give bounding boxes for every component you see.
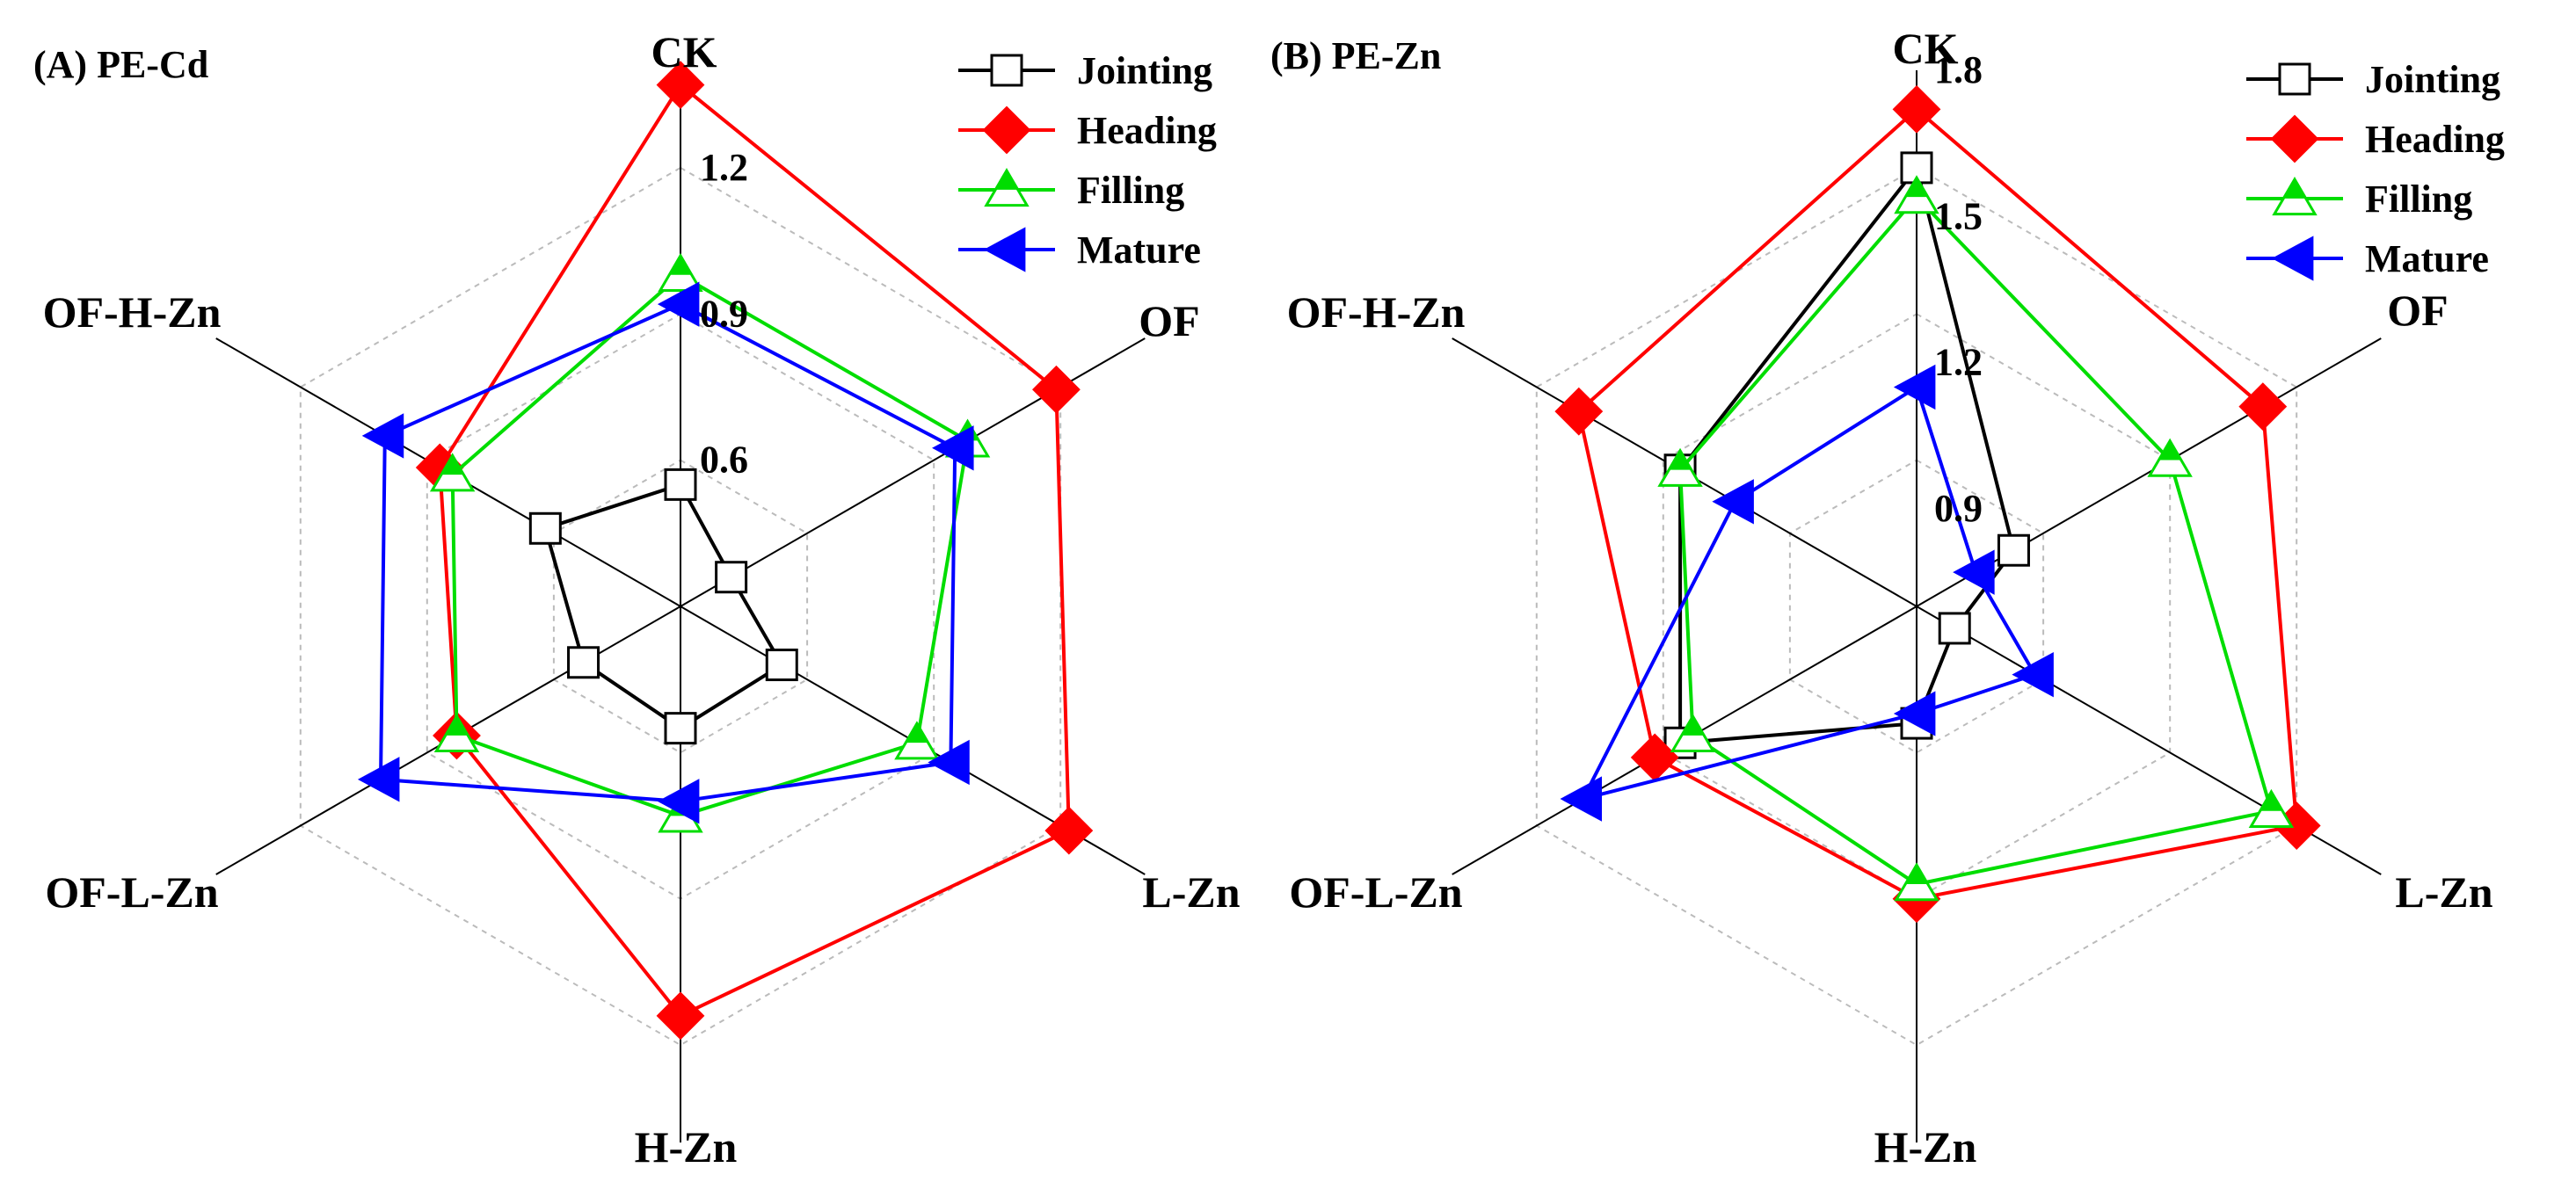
axis-label-of-h-zn: OF-H-Zn: [43, 287, 222, 337]
data-point-jointing-of: [1997, 533, 2030, 567]
data-point-jointing-of-l-zn: [567, 646, 600, 679]
data-point-filling-h-zn-fill: [1904, 863, 1929, 884]
legend-label-heading: Heading: [2365, 118, 2505, 161]
data-point-filling-l-zn-fill: [905, 722, 929, 743]
data-point-jointing-of-h-zn: [528, 511, 562, 545]
legend-label-jointing: Jointing: [2365, 58, 2500, 101]
data-point-mature-of-h-zn: [1712, 479, 1754, 525]
series-line-filling: [1678, 194, 2274, 887]
data-point-filling-of-h-zn-fill: [1668, 448, 1692, 470]
data-point-mature-ck: [1893, 364, 1936, 410]
data-point-filling-of-h-zn: [429, 453, 476, 492]
data-point-jointing-h-zn: [664, 712, 697, 745]
tick-label: 1.2: [700, 146, 748, 189]
tick-label: 1.2: [1934, 341, 1983, 384]
axis-label-ck: CK: [1893, 24, 1959, 73]
legend-label-jointing: Jointing: [1077, 49, 1212, 92]
data-point-heading-h-zn: [656, 991, 705, 1041]
legend-marker-jointing: [2278, 62, 2311, 96]
axis-label-of: OF: [1139, 296, 1199, 345]
data-point-filling-of-l-zn: [433, 713, 480, 753]
data-point-filling-of-fill: [2158, 439, 2182, 461]
data-point-mature-h-zn: [1893, 691, 1936, 736]
panel-label: (B) PE-Zn: [1270, 34, 1441, 77]
data-point-heading-of-h-zn: [1554, 387, 1604, 436]
data-point-mature-l-zn: [2012, 651, 2054, 698]
axis-label-of-h-zn: OF-H-Zn: [1287, 287, 1466, 337]
tick-label: 0.9: [1934, 487, 1983, 530]
data-point-mature-of: [932, 425, 974, 471]
data-point-filling-ck-fill: [1904, 176, 1929, 198]
data-point-mature-h-zn: [657, 779, 700, 824]
data-point-heading-ck: [656, 61, 705, 110]
tick-label: 0.6: [700, 439, 748, 482]
radar-panel-a: 0.6 0.9 1.2 CK OF L-ZnH-Zn OF-L-Zn OF-H-Zn (A) P…: [33, 27, 1241, 1171]
axis-label-l-zn: L-Zn: [1142, 867, 1240, 917]
data-point-filling-ck: [1894, 175, 1939, 214]
legend-marker-mature: [2271, 236, 2314, 281]
data-point-filling-of-h-zn-fill: [440, 453, 465, 475]
panel-label: (A) PE-Cd: [33, 43, 208, 86]
data-point-mature-of-l-zn: [357, 757, 400, 802]
axis-label-of-l-zn: OF-L-Zn: [45, 867, 218, 917]
legend-label-heading: Heading: [1077, 109, 1217, 152]
legend-label-filling: Filling: [1077, 169, 1184, 212]
data-point-filling-l-zn: [894, 721, 940, 760]
data-point-mature-of-h-zn: [361, 413, 404, 459]
legend-marker-heading: [982, 105, 1031, 155]
series-line-jointing: [542, 482, 784, 730]
data-point-heading-of: [1032, 365, 1081, 414]
data-point-heading-ck: [1892, 84, 1941, 134]
data-point-mature-of: [1953, 549, 1995, 595]
legend-marker-jointing: [990, 54, 1023, 87]
legend-label-filling: Filling: [2365, 178, 2472, 221]
data-point-heading-l-zn: [1044, 806, 1094, 855]
axis-label-h-zn: H-Zn: [1874, 1122, 1977, 1171]
data-point-filling-l-zn: [2248, 788, 2295, 829]
tick-label: 1.8: [1934, 48, 1983, 91]
data-point-mature-l-zn: [928, 739, 970, 786]
legend-marker-filling: [2272, 177, 2318, 216]
data-point-jointing-l-zn: [1938, 612, 1971, 645]
data-point-mature-ck: [657, 281, 700, 327]
data-point-filling-h-zn: [1894, 862, 1939, 902]
legend-marker-filling-fill: [994, 169, 1019, 190]
data-point-filling-of: [2147, 438, 2193, 477]
legend-marker-heading: [2270, 114, 2319, 163]
legend-label-mature: Mature: [1077, 228, 1201, 272]
data-point-filling-l-zn-fill: [2259, 789, 2284, 811]
data-point-jointing-ck: [664, 468, 697, 501]
data-point-filling-of-h-zn: [1657, 447, 1703, 487]
axis-label-ck: CK: [651, 27, 717, 76]
series-line-jointing: [1678, 163, 2016, 745]
axis-label-of: OF: [2387, 286, 2448, 335]
data-point-filling-of-l-zn-fill: [1680, 714, 1706, 736]
data-point-filling-of-l-zn-fill: [444, 714, 469, 736]
tick-label: 0.9: [700, 292, 748, 335]
data-point-filling-ck-fill: [668, 253, 693, 275]
axis-label-h-zn: H-Zn: [635, 1122, 738, 1171]
data-point-jointing-of: [715, 561, 748, 594]
legend-marker-mature: [983, 227, 1026, 272]
axis-spoke-of: [680, 337, 1146, 607]
axis-label-l-zn: L-Zn: [2395, 867, 2492, 917]
radar-panel-b: 0.9 1.2 1.5 1.8CK OF L-ZnH-Zn OF-L-Zn OF-H-Zn (B…: [1270, 24, 2505, 1171]
axis-label-of-l-zn: OF-L-Zn: [1289, 867, 1462, 917]
data-point-jointing-l-zn: [765, 649, 798, 682]
data-point-heading-of: [2238, 382, 2288, 432]
data-point-filling-ck: [658, 252, 703, 293]
legend-label-mature: Mature: [2365, 237, 2489, 280]
legend-marker-filling-fill: [2282, 178, 2307, 199]
tick-label: 1.5: [1934, 194, 1983, 237]
data-point-mature-of-l-zn: [1560, 776, 1603, 822]
data-point-filling-of-l-zn: [1670, 713, 1716, 753]
legend-marker-filling: [984, 168, 1030, 207]
series-line-heading: [438, 82, 1071, 1019]
